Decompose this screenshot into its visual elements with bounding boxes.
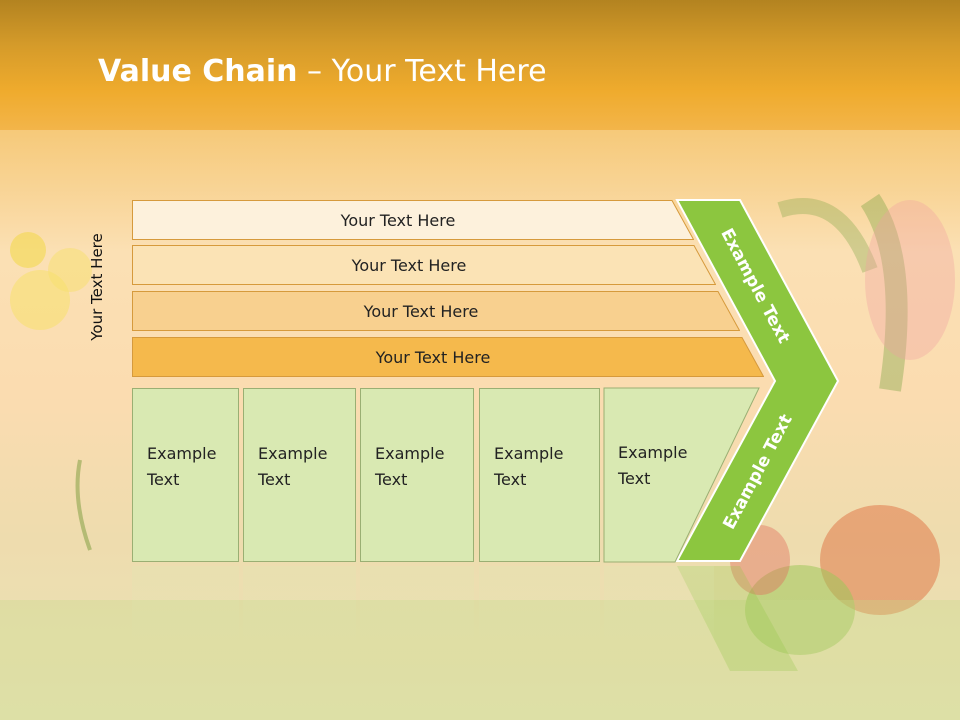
slide-title: Value Chain – Your Text Here xyxy=(98,54,547,89)
activity-cell-5-shape xyxy=(603,387,760,563)
cell-2-reflection xyxy=(243,566,356,666)
bar-1-label: Your Text Here xyxy=(340,210,456,230)
chevron-reflection xyxy=(677,566,798,671)
cell-5-reflection xyxy=(604,566,714,666)
bar-3: Your Text Here xyxy=(132,291,740,331)
cell-2-line2: Text xyxy=(258,470,291,489)
cell-3-line1: Example xyxy=(375,444,445,463)
cell-3-line2: Text xyxy=(375,470,408,489)
cell-1-line1: Example xyxy=(147,444,217,463)
cell-4-line1: Example xyxy=(494,444,564,463)
bar-4-shape xyxy=(132,337,764,377)
title-band xyxy=(0,0,960,130)
cell-4-reflection xyxy=(479,566,600,666)
bar-3-label: Your Text Here xyxy=(363,301,479,321)
bar-4: Your Text Here xyxy=(132,337,764,377)
bar-2: Your Text Here xyxy=(132,245,716,285)
bar-3-shape xyxy=(132,291,740,331)
value-chain-chevron xyxy=(675,199,840,562)
bar-2-label: Your Text Here xyxy=(351,255,467,275)
cell-3-reflection xyxy=(360,566,474,666)
bar-1-shape xyxy=(132,200,694,240)
cell-1-line2: Text xyxy=(147,470,180,489)
cell-4-line2: Text xyxy=(494,470,527,489)
cell-5-line2: Text xyxy=(618,469,651,488)
cell-5-line1: Example xyxy=(618,443,688,462)
title-bold: Value Chain xyxy=(98,54,298,89)
side-label: Your Text Here xyxy=(88,233,106,341)
cell-1-reflection xyxy=(132,566,239,666)
title-rest: – Your Text Here xyxy=(297,54,547,89)
bar-1: Your Text Here xyxy=(132,200,694,240)
bar-4-label: Your Text Here xyxy=(375,347,491,367)
bar-2-shape xyxy=(132,245,716,285)
cell-2-line1: Example xyxy=(258,444,328,463)
